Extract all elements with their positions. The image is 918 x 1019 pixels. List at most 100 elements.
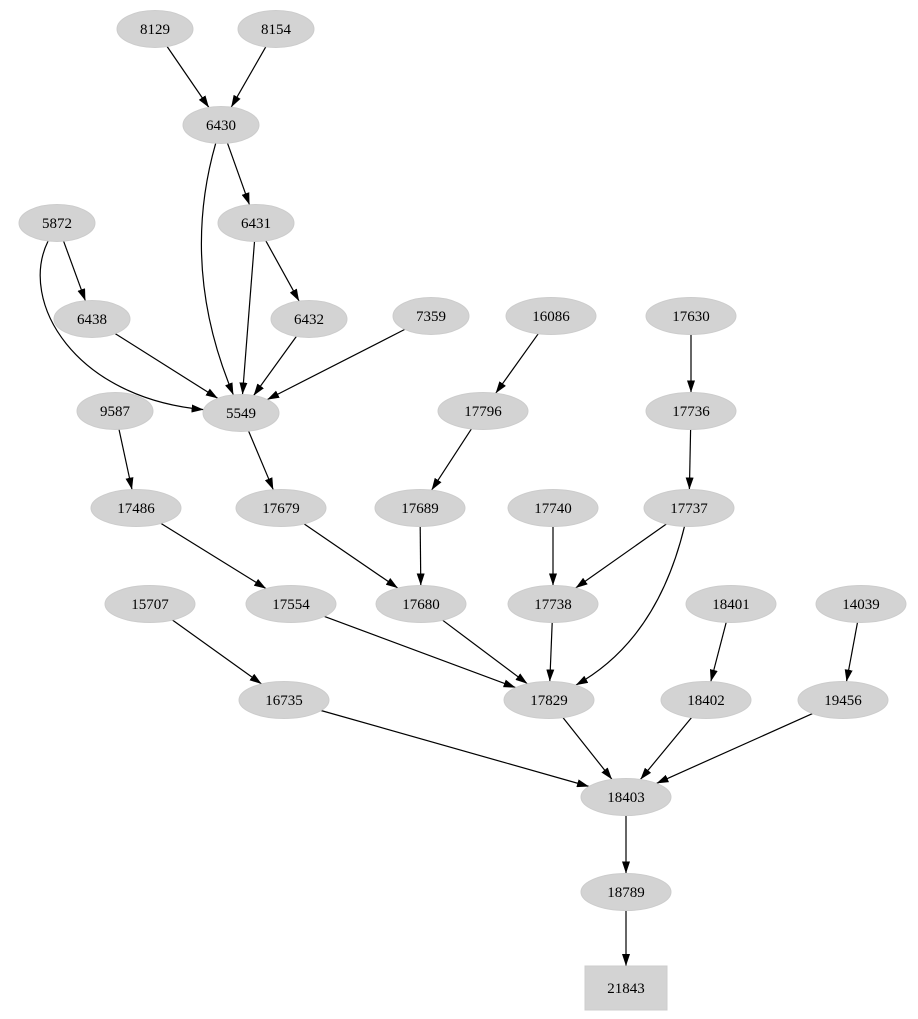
node-ellipse-shape [374, 489, 466, 527]
node-ellipse-shape [245, 585, 337, 623]
node-label: 17737 [670, 501, 708, 517]
node-label: 17740 [534, 501, 572, 517]
node-label: 17680 [402, 597, 440, 613]
node-8154: 8154 [237, 10, 315, 48]
edge-17796-17689 [431, 428, 472, 491]
node-17736: 17736 [645, 392, 737, 430]
edge-6438-5549 [114, 333, 219, 399]
node-ellipse-shape [505, 297, 597, 335]
node-17738: 17738 [507, 585, 599, 623]
edge-5872-5549 [39, 240, 204, 413]
node-label: 6438 [77, 312, 107, 328]
edge-16735-18403 [320, 709, 590, 788]
node-17679: 17679 [235, 489, 327, 527]
node-label: 5872 [42, 216, 72, 232]
edge-layer [39, 46, 859, 966]
node-6438: 6438 [53, 300, 131, 338]
node-ellipse-shape [238, 681, 330, 719]
node-17737: 17737 [643, 489, 735, 527]
node-ellipse-shape [580, 873, 672, 911]
node-8129: 8129 [116, 10, 194, 48]
node-16735: 16735 [238, 681, 330, 719]
node-7359: 7359 [392, 297, 470, 335]
node-ellipse-shape [235, 489, 327, 527]
node-label: 17554 [272, 597, 310, 613]
node-label: 18789 [607, 885, 645, 901]
edge-17829-18403 [562, 717, 613, 780]
node-17554: 17554 [245, 585, 337, 623]
node-ellipse-shape [202, 394, 280, 432]
edge-8129-6430 [166, 46, 210, 108]
edge-6430-6431 [226, 142, 251, 206]
node-15707: 15707 [104, 585, 196, 623]
node-label: 17738 [534, 597, 572, 613]
edge-8154-6430 [230, 46, 267, 108]
node-17630: 17630 [645, 297, 737, 335]
node-5549: 5549 [202, 394, 280, 432]
node-label: 9587 [100, 404, 131, 420]
node-label: 8154 [261, 22, 292, 38]
node-label: 17630 [672, 309, 710, 325]
node-label: 17796 [464, 404, 502, 420]
node-ellipse-shape [104, 585, 196, 623]
node-5872: 5872 [18, 204, 96, 242]
node-6431: 6431 [217, 204, 295, 242]
node-ellipse-shape [580, 778, 672, 816]
edge-6430-5549 [200, 143, 234, 396]
node-label: 17679 [262, 501, 300, 517]
node-ellipse-shape [797, 681, 889, 719]
edge-17738-17829 [546, 622, 555, 682]
node-17829: 17829 [503, 681, 595, 719]
edge-16086-17796 [495, 333, 539, 394]
node-18403: 18403 [580, 778, 672, 816]
edge-17689-17680 [416, 526, 425, 586]
node-label: 17736 [672, 404, 710, 420]
node-ellipse-shape [815, 585, 907, 623]
edge-18401-18402 [709, 622, 727, 682]
edge-17679-17680 [303, 523, 399, 589]
edge-17554-17829 [324, 615, 516, 689]
edge-7359-5549 [266, 328, 406, 401]
node-6430: 6430 [182, 106, 260, 144]
node-label: 18401 [712, 597, 750, 613]
node-17680: 17680 [375, 585, 467, 623]
node-label: 7359 [416, 309, 446, 325]
node-18402: 18402 [660, 681, 752, 719]
node-ellipse-shape [645, 392, 737, 430]
node-9587: 9587 [76, 392, 154, 430]
edge-17736-17737 [685, 429, 694, 490]
node-ellipse-shape [660, 681, 752, 719]
node-box-shape [584, 965, 668, 1011]
node-17796: 17796 [437, 392, 529, 430]
edge-6431-5549 [239, 241, 256, 395]
node-label: 17829 [530, 693, 568, 709]
node-label: 16735 [265, 693, 303, 709]
node-label: 8129 [140, 22, 170, 38]
edge-17737-17738 [575, 523, 667, 589]
node-label: 17486 [117, 501, 155, 517]
node-label: 6430 [206, 118, 236, 134]
node-label: 19456 [824, 693, 862, 709]
node-ellipse-shape [53, 300, 131, 338]
edge-5549-17679 [248, 430, 274, 491]
node-ellipse-shape [685, 585, 777, 623]
node-label: 18403 [607, 790, 645, 806]
node-6432: 6432 [270, 300, 348, 338]
node-ellipse-shape [182, 106, 260, 144]
edge-17680-17829 [442, 619, 528, 685]
node-label: 21843 [607, 981, 645, 997]
node-label: 5549 [226, 406, 256, 422]
node-ellipse-shape [507, 489, 599, 527]
node-ellipse-shape [375, 585, 467, 623]
node-ellipse-shape [90, 489, 182, 527]
node-ellipse-shape [392, 297, 470, 335]
node-17689: 17689 [374, 489, 466, 527]
node-ellipse-shape [643, 489, 735, 527]
node-ellipse-shape [217, 204, 295, 242]
node-17740: 17740 [507, 489, 599, 527]
node-ellipse-shape [237, 10, 315, 48]
edge-6431-6432 [265, 240, 300, 302]
node-14039: 14039 [815, 585, 907, 623]
